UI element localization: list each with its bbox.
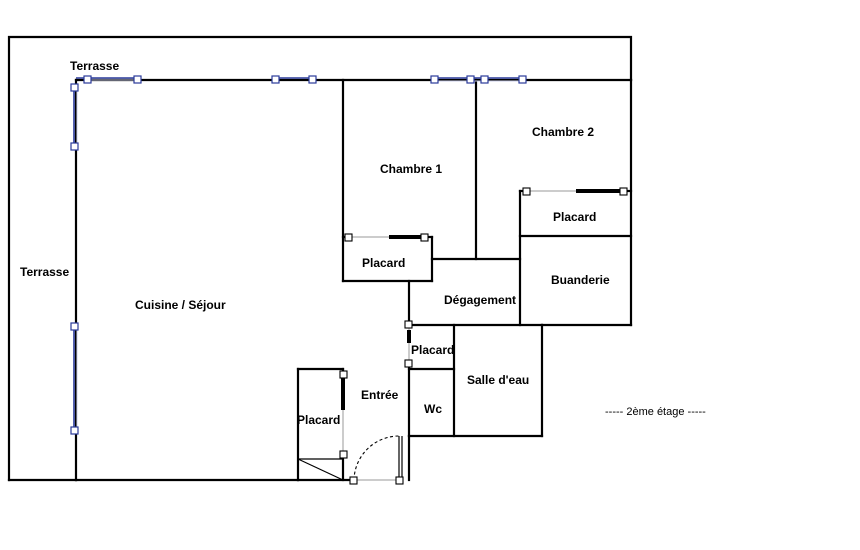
window-node: [308, 75, 317, 84]
floor-level-label: ----- 2ème étage -----: [605, 406, 706, 418]
label-placard-degagement: Placard: [411, 343, 454, 357]
window-node: [70, 83, 79, 92]
windows: [70, 75, 527, 435]
window-node: [70, 142, 79, 151]
window-node: [518, 75, 527, 84]
window-node: [271, 75, 280, 84]
window-node: [83, 75, 92, 84]
window-node: [133, 75, 142, 84]
label-placard-chambre-1: Placard: [362, 256, 405, 270]
window-node: [480, 75, 489, 84]
label-chambre-2: Chambre 2: [532, 125, 594, 139]
window-node: [70, 322, 79, 331]
label-chambre-1: Chambre 1: [380, 162, 442, 176]
label-wc: Wc: [424, 402, 442, 416]
outer-boundary: [7, 35, 633, 482]
label-placard-entree: Placard: [297, 413, 340, 427]
entrance-door: [349, 435, 404, 485]
label-entree: Entrée: [361, 388, 399, 402]
room-labels: Terrasse Terrasse Cuisine / Séjour Chamb…: [20, 59, 610, 427]
label-buanderie: Buanderie: [551, 273, 610, 287]
label-degagement: Dégagement: [444, 293, 516, 307]
sliding-doors: [339, 187, 628, 459]
window-node: [70, 426, 79, 435]
label-placard-chambre-2: Placard: [553, 210, 596, 224]
window-node: [466, 75, 475, 84]
label-terrasse-top: Terrasse: [70, 59, 119, 73]
label-cuisine-sejour: Cuisine / Séjour: [135, 298, 226, 312]
label-terrasse-left: Terrasse: [20, 265, 69, 279]
label-salle-d-eau: Salle d'eau: [467, 373, 529, 387]
interior-walls: [296, 78, 633, 482]
window-node: [430, 75, 439, 84]
